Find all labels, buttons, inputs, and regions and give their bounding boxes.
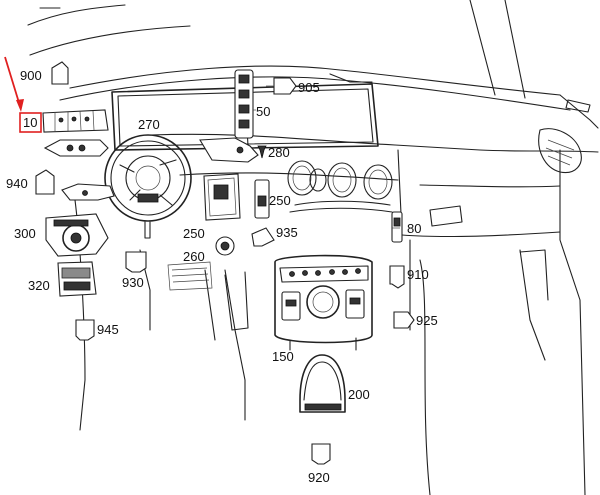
- callout-945: 945: [97, 322, 119, 337]
- callout-270: 270: [138, 117, 160, 132]
- callout-920: 920: [308, 470, 330, 485]
- center-console-panel: [274, 254, 373, 351]
- callout-50: 50: [256, 104, 270, 119]
- callout-940: 940: [6, 176, 28, 191]
- steering-clockspring: [104, 134, 192, 239]
- callout-925: 925: [416, 313, 438, 328]
- highlight-box: [19, 112, 42, 133]
- callout-930: 930: [122, 275, 144, 290]
- callout-260: 260: [183, 249, 205, 264]
- callout-900: 900: [20, 68, 42, 83]
- callout-labels: 900 10 905 50 270 280 940 250 250 300 93…: [6, 68, 438, 485]
- leader-lines: [253, 85, 400, 229]
- small-switch-320: [57, 261, 97, 297]
- connectors: [35, 61, 415, 465]
- callout-935: 935: [276, 225, 298, 240]
- roof-switch-strip: [234, 69, 254, 139]
- callout-320: 320: [28, 278, 50, 293]
- callout-280: 280: [268, 145, 290, 160]
- callout-905: 905: [298, 80, 320, 95]
- callout-80: 80: [407, 221, 421, 236]
- callout-150: 150: [272, 349, 294, 364]
- callout-910: 910: [407, 267, 429, 282]
- callout-250-right: 250: [269, 193, 291, 208]
- callout-10: 10: [23, 115, 37, 130]
- stalk-switches: [43, 137, 259, 201]
- top-switch-panel: [42, 109, 109, 133]
- touchpad-controller: [299, 354, 346, 413]
- callout-200: 200: [348, 387, 370, 402]
- callout-250-left: 250: [183, 226, 205, 241]
- callout-300: 300: [14, 226, 36, 241]
- red-indicator-arrow: [4, 56, 24, 112]
- headlight-switch: [45, 213, 109, 257]
- light-switch-module: [203, 173, 270, 256]
- dashboard-outline: [27, 0, 599, 495]
- air-vents: [287, 99, 591, 227]
